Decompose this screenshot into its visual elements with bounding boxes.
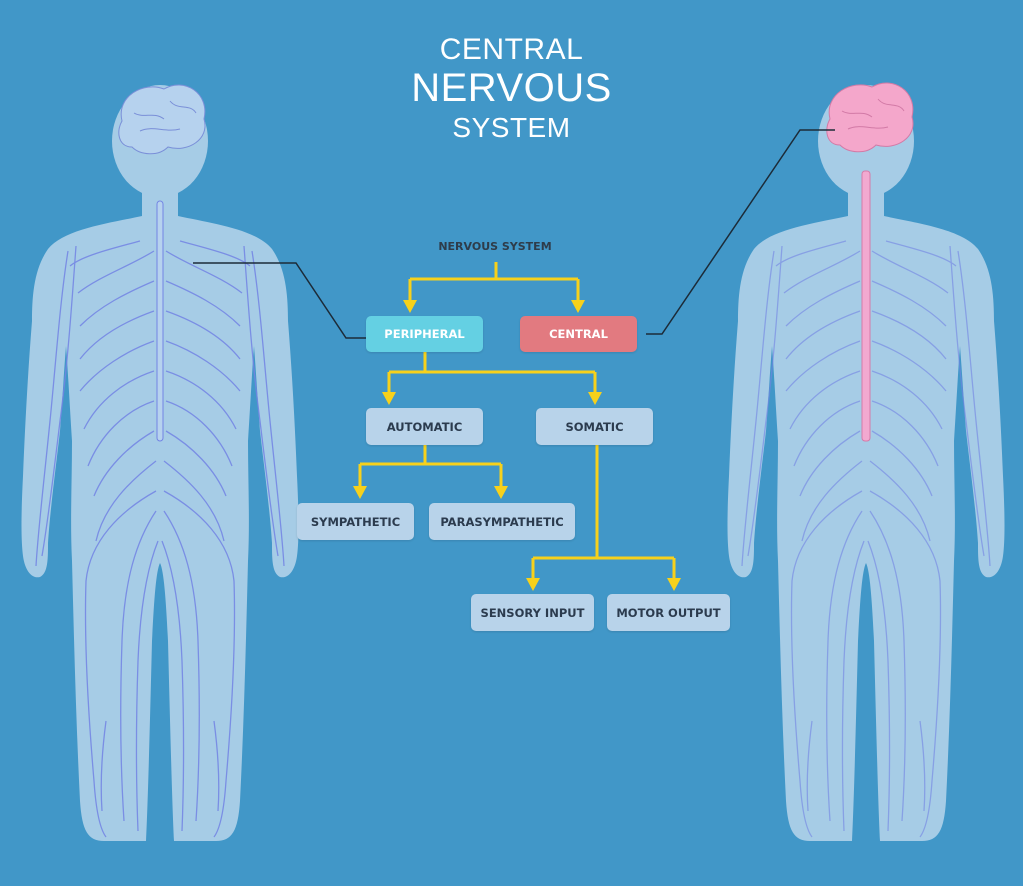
node-somatic-label: SOMATIC: [565, 419, 624, 434]
leader-line-peripheral: [193, 262, 368, 339]
node-sympathetic-label: SYMPATHETIC: [310, 514, 401, 529]
node-central: CENTRAL: [520, 316, 637, 352]
node-peripheral-label: PERIPHERAL: [384, 327, 465, 341]
title-line-nervous: NERVOUS: [411, 66, 612, 110]
title-line-central: CENTRAL: [439, 33, 584, 66]
leader-line-central: [646, 129, 835, 335]
node-peripheral: PERIPHERAL: [366, 316, 483, 352]
node-sympathetic: SYMPATHETIC: [297, 503, 414, 540]
node-motor-output-label: MOTOR OUTPUT: [616, 605, 721, 620]
left-brain-icon: [118, 84, 206, 155]
node-automatic: AUTOMATIC: [366, 408, 483, 445]
node-central-label: CENTRAL: [549, 327, 608, 341]
node-parasympathetic: PARASYMPATHETIC: [429, 503, 575, 540]
node-motor-output: MOTOR OUTPUT: [607, 594, 730, 631]
node-sensory-input-label: SENSORY INPUT: [480, 605, 585, 620]
connector-arrowheads: [353, 300, 681, 591]
node-sensory-input: SENSORY INPUT: [471, 594, 594, 631]
node-nervous-system: NERVOUS SYSTEM: [438, 240, 552, 253]
right-spinal-cord: [861, 170, 871, 442]
title-line-system: SYSTEM: [452, 112, 571, 143]
node-somatic: SOMATIC: [536, 408, 653, 445]
right-body-figure: [727, 82, 1005, 841]
node-parasympathetic-label: PARASYMPATHETIC: [440, 514, 564, 529]
right-brain-icon: [826, 82, 914, 153]
node-automatic-label: AUTOMATIC: [386, 419, 463, 434]
connector-lines: [358, 262, 676, 580]
left-body-figure: [21, 84, 299, 841]
